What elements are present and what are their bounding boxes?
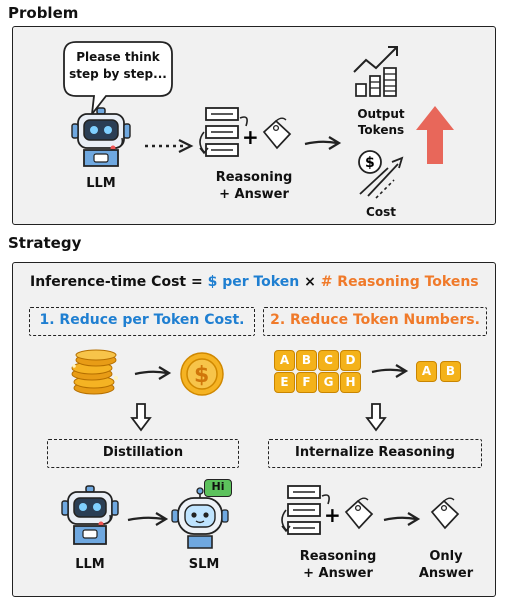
left-title: 1. Reduce per Token Cost. (39, 312, 245, 328)
token-a: A (274, 350, 295, 371)
distillation-label: Distillation (102, 445, 184, 460)
dollar-coin-icon: $ (180, 352, 224, 396)
svg-text:$: $ (194, 363, 209, 388)
document-stack-icon: + (281, 485, 341, 535)
token-g: G (318, 372, 339, 393)
arrow-right-icon (134, 366, 172, 380)
distillation-box (47, 439, 239, 468)
token-b: B (296, 350, 317, 371)
formula-times: × (304, 274, 316, 290)
increase-arrow-icon (416, 106, 454, 164)
token-d: D (340, 350, 361, 371)
formula-lhs: Inference-time Cost = (30, 274, 203, 290)
strategy-reasoning-label: Reasoning (299, 549, 377, 564)
coin-stack-icon (71, 349, 118, 395)
token-h: H (340, 372, 361, 393)
token-c: C (318, 350, 339, 371)
problem-reasoning-label: Reasoning (215, 170, 293, 185)
formula-per-token: $ per Token (207, 274, 300, 290)
arrow-right-icon (304, 136, 342, 150)
cost-formula: Inference-time Cost = $ per Token × # Re… (30, 274, 479, 290)
problem-answer-label: + Answer (219, 187, 289, 202)
price-tag-icon (430, 497, 460, 530)
arrow-right-icon (371, 364, 409, 378)
slm-speech-bubble (204, 479, 232, 497)
only-label: Only (429, 549, 463, 564)
problem-heading: Problem (8, 4, 79, 22)
token-a-reduced: A (416, 361, 437, 382)
answer-label: Answer (418, 566, 474, 581)
right-title-box (263, 307, 487, 336)
left-title-box (29, 307, 255, 336)
token-e: E (274, 372, 295, 393)
slm-bubble-text: Hi (211, 480, 225, 493)
svg-text:+: + (242, 125, 259, 149)
robot-icon (61, 485, 119, 545)
small-robot-icon (171, 487, 229, 549)
speech-bubble-line2: step by step... (69, 67, 167, 81)
speech-bubble-icon (63, 41, 173, 118)
internalize-label: Internalize Reasoning (295, 445, 455, 460)
strategy-heading: Strategy (8, 234, 82, 252)
cost-label: Cost (366, 205, 396, 219)
cost-icon: $ (358, 150, 404, 199)
down-arrow-icon (130, 403, 152, 432)
internalize-box (268, 439, 482, 468)
reduced-token-grid: A B (416, 361, 462, 383)
formula-reasoning-tokens: # Reasoning Tokens (320, 274, 479, 290)
document-stack-icon: + (199, 107, 259, 157)
arrow-right-icon (127, 512, 169, 526)
price-tag-icon (262, 117, 292, 150)
slm-label: SLM (188, 557, 220, 572)
strategy-llm-label: LLM (75, 557, 105, 572)
strategy-answer-label: + Answer (303, 566, 373, 581)
output-tokens-line2: Tokens (357, 123, 405, 137)
right-title: 2. Reduce Token Numbers. (270, 312, 480, 328)
svg-text:$: $ (365, 155, 375, 171)
token-grid: A B C D E F G H (274, 350, 368, 393)
token-b-reduced: B (440, 361, 461, 382)
speech-bubble-line1: Please think (76, 50, 160, 64)
dotted-arrow-icon (145, 139, 194, 153)
price-tag-icon (344, 497, 374, 530)
robot-icon (71, 107, 131, 167)
arrow-right-icon (383, 512, 421, 526)
problem-llm-label: LLM (86, 176, 116, 191)
down-arrow-icon (365, 403, 387, 432)
output-tokens-line1: Output (357, 107, 405, 121)
token-f: F (296, 372, 317, 393)
growth-chart-icon (353, 46, 398, 97)
svg-text:+: + (324, 503, 341, 527)
